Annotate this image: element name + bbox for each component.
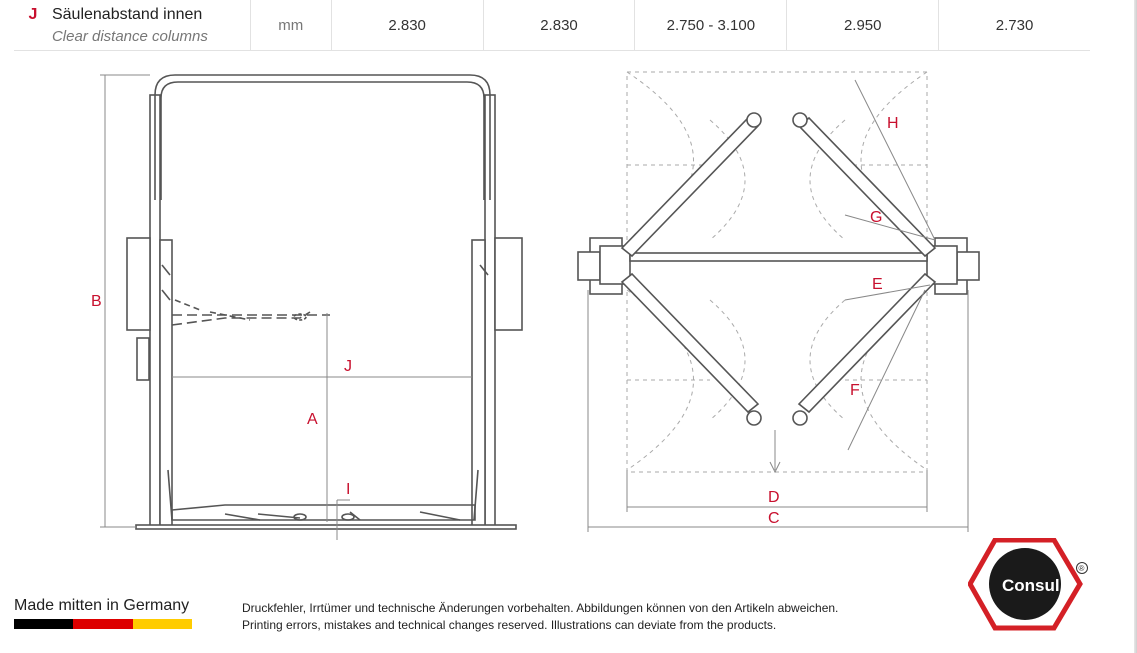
spec-label: Säulenabstand innen Clear distance colum…: [52, 6, 250, 45]
label-f: F: [850, 382, 860, 399]
front-view: [126, 74, 523, 530]
registered-mark: ®: [1079, 564, 1085, 573]
label-c: C: [768, 510, 780, 527]
spec-value-5: 2.730: [938, 0, 1090, 50]
page-edge: [1134, 0, 1137, 653]
spec-label-en: Clear distance columns: [51, 27, 208, 45]
label-g: G: [870, 209, 882, 226]
spec-value-3: 2.750 - 3.100: [634, 0, 786, 50]
spec-value-1: 2.830: [330, 0, 483, 50]
flag-stripe-red: [73, 619, 133, 629]
label-a: A: [307, 411, 318, 428]
spec-value-2: 2.830: [482, 0, 635, 50]
german-flag-bar: [14, 619, 192, 629]
top-view: [577, 71, 980, 473]
spec-value-4: 2.950: [786, 0, 938, 50]
label-e: E: [872, 276, 883, 293]
spec-unit: mm: [249, 0, 331, 50]
spec-label-de: Säulenabstand innen: [51, 5, 203, 23]
spec-letter: J: [28, 6, 38, 23]
label-h: H: [887, 115, 899, 132]
consul-logo: Consul ®: [968, 538, 1088, 631]
label-d: D: [768, 489, 780, 506]
logo-text: Consul: [1002, 576, 1060, 595]
label-b: B: [91, 293, 102, 310]
spec-table-row: J Säulenabstand innen Clear distance col…: [14, 0, 1090, 51]
disclaimer: Druckfehler, Irrtümer und technische Änd…: [242, 600, 838, 634]
made-in-germany: Made mitten in Germany: [14, 597, 190, 614]
label-i: I: [346, 481, 350, 498]
flag-stripe-black: [14, 619, 74, 629]
flag-stripe-gold: [132, 619, 192, 629]
label-j: J: [344, 358, 352, 375]
disclaimer-en: Printing errors, mistakes and technical …: [242, 618, 777, 632]
disclaimer-de: Druckfehler, Irrtümer und technische Änd…: [242, 601, 839, 615]
lift-technical-drawing: B J A I H G E F D C: [91, 71, 980, 540]
